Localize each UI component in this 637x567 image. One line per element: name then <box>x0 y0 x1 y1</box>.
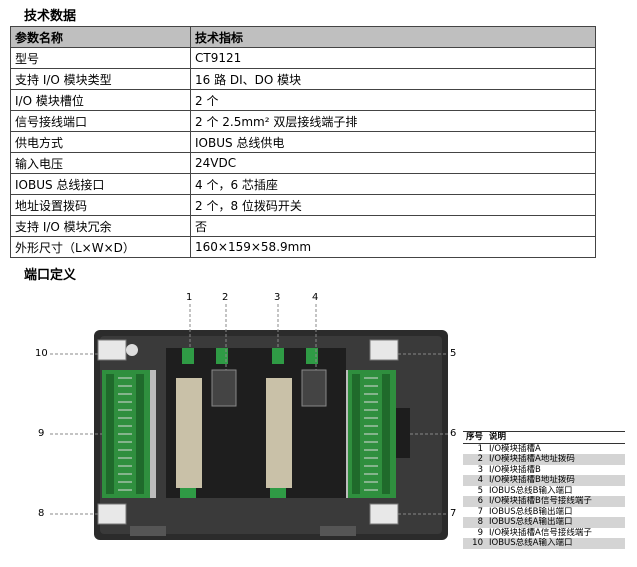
legend-desc: I/O模块插槽B信号接线端子 <box>489 496 592 506</box>
legend-no: 8 <box>477 517 483 527</box>
param-name: 地址设置拨码 <box>10 194 191 216</box>
dip-switch-a <box>211 369 237 407</box>
legend-no: 2 <box>477 454 483 464</box>
device-diagram <box>50 304 448 540</box>
legend-item: 3 I/O模块插槽B <box>463 465 625 476</box>
param-value: CT9121 <box>190 47 596 69</box>
legend-item: 1 I/O模块插槽A <box>463 444 625 455</box>
callout-1: 1 <box>186 292 193 303</box>
param-value: IOBUS 总线供电 <box>190 131 596 153</box>
legend-no: 1 <box>477 443 483 454</box>
legend-item: 10 IOBUS总线A输入端口 <box>463 538 625 549</box>
callout-8: 8 <box>38 508 45 519</box>
legend-item: 7 IOBUS总线B输出端口 <box>463 507 625 518</box>
iobus-a-output-port <box>97 503 127 525</box>
param-value: 24VDC <box>190 152 596 174</box>
legend-desc: IOBUS总线B输出端口 <box>489 506 573 517</box>
legend-desc: IOBUS总线B输入端口 <box>489 485 573 496</box>
param-name: 信号接线端口 <box>10 110 191 132</box>
param-value: 2 个 <box>190 89 596 111</box>
legend-desc: I/O模块插槽A地址拨码 <box>489 454 575 464</box>
legend-item: 4 I/O模块插槽B地址拨码 <box>463 475 625 486</box>
param-value: 2 个，8 位拨码开关 <box>190 194 596 216</box>
iobus-b-output-port <box>369 503 399 525</box>
dip-switch-b <box>301 369 327 407</box>
slot-a-connector <box>176 378 202 488</box>
legend-desc: I/O模块插槽A信号接线端子 <box>489 527 592 538</box>
iobus-a-input-port <box>97 339 127 361</box>
callout-7: 7 <box>450 508 457 519</box>
param-value: 4 个，6 芯插座 <box>190 173 596 195</box>
callout-5: 5 <box>450 348 457 359</box>
param-name: 型号 <box>10 47 191 69</box>
section-title-port-def: 端口定义 <box>24 268 77 283</box>
legend-item: 5 IOBUS总线B输入端口 <box>463 486 625 497</box>
legend-desc: I/O模块插槽A <box>489 443 541 454</box>
legend-desc: I/O模块插槽B地址拨码 <box>489 475 575 485</box>
param-name: I/O 模块槽位 <box>10 89 191 111</box>
legend-desc: IOBUS总线A输入端口 <box>489 538 573 548</box>
callout-4: 4 <box>312 292 319 303</box>
section-title-tech-data: 技术数据 <box>24 9 77 24</box>
legend-desc: I/O模块插槽B <box>489 464 541 475</box>
param-name: 支持 I/O 模块冗余 <box>10 215 191 237</box>
legend-item: 2 I/O模块插槽A地址拨码 <box>463 454 625 465</box>
callout-9: 9 <box>38 428 45 439</box>
table-row: 外形尺寸（L×W×D）160×159×58.9mm <box>10 236 596 258</box>
param-name: 供电方式 <box>10 131 191 153</box>
legend-header-desc: 说明 <box>489 432 507 442</box>
callout-6: 6 <box>450 428 457 439</box>
legend-no: 5 <box>477 485 483 496</box>
legend-no: 3 <box>477 464 483 475</box>
legend-desc: IOBUS总线A输出端口 <box>489 517 573 527</box>
callout-2: 2 <box>222 292 229 303</box>
callout-legend: 序号说明 1 I/O模块插槽A 2 I/O模块插槽A地址拨码 3 I/O模块插槽B 4… <box>463 431 625 549</box>
param-value: 16 路 DI、DO 模块 <box>190 68 596 90</box>
param-value: 否 <box>190 215 596 237</box>
legend-no: 7 <box>477 506 483 517</box>
header-param-name: 参数名称 <box>10 26 191 48</box>
param-value: 2 个 2.5mm² 双层接线端子排 <box>190 110 596 132</box>
legend-no: 6 <box>477 496 483 506</box>
spec-table-header: 参数名称 技术指标 <box>10 26 596 48</box>
legend-item: 8 IOBUS总线A输出端口 <box>463 517 625 528</box>
legend-no: 9 <box>477 527 483 538</box>
param-name: IOBUS 总线接口 <box>10 173 191 195</box>
legend-no: 4 <box>477 475 483 485</box>
param-name: 外形尺寸（L×W×D） <box>10 236 191 258</box>
legend-item: 6 I/O模块插槽B信号接线端子 <box>463 496 625 507</box>
param-name: 支持 I/O 模块类型 <box>10 68 191 90</box>
param-name: 输入电压 <box>10 152 191 174</box>
slot-b-connector <box>266 378 292 488</box>
callout-3: 3 <box>274 292 281 303</box>
header-spec-value: 技术指标 <box>190 26 596 48</box>
legend-header: 序号说明 <box>463 431 625 444</box>
legend-no: 10 <box>472 538 483 548</box>
table-row: 支持 I/O 模块冗余否 <box>10 215 596 237</box>
param-value: 160×159×58.9mm <box>190 236 596 258</box>
legend-header-no: 序号 <box>465 432 483 442</box>
iobus-b-input-port <box>369 339 399 361</box>
legend-item: 9 I/O模块插槽A信号接线端子 <box>463 528 625 539</box>
callout-10: 10 <box>35 348 48 359</box>
